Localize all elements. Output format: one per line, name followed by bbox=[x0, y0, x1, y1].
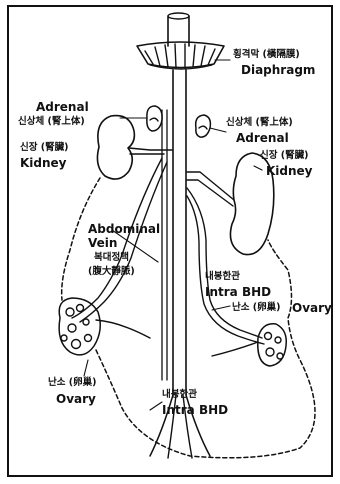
ovarian-vessels bbox=[72, 158, 264, 344]
ovary-right-label-ko: 난소 (卵巢) bbox=[232, 303, 280, 313]
ovary-left-label-en: Ovary bbox=[56, 393, 96, 405]
adrenal-left-label-en: Adrenal bbox=[36, 101, 89, 113]
diaphragm-label-ko: 횡격막 (橫隔膜) bbox=[233, 50, 300, 60]
intra-bhd-upper-label-ko: 내봉한관 bbox=[205, 272, 240, 282]
diaphragm-label-en: Diaphragm bbox=[241, 64, 315, 76]
kidney-right-label-en: Kidney bbox=[266, 165, 313, 177]
intra-bhd-lower-label-en: Intra BHD bbox=[162, 404, 228, 416]
adrenal-right-label-ko: 신상체 (腎上体) bbox=[226, 118, 293, 128]
abdominal-vein-label-ko: 복대정맥 bbox=[94, 253, 129, 263]
kidney-left-label-en: Kidney bbox=[20, 157, 67, 169]
intra-bhd-upper-label-en: Intra BHD bbox=[205, 286, 271, 298]
adrenal-glands bbox=[147, 106, 211, 137]
kidney-right-label-ko: 신장 (腎臟) bbox=[260, 151, 308, 161]
adrenal-right-label-en: Adrenal bbox=[236, 132, 289, 144]
intra-bhd-lower-label-ko: 내봉한관 bbox=[162, 390, 197, 400]
kidney-right bbox=[187, 153, 274, 255]
ovary-left-label-ko: 난소 (卵巢) bbox=[48, 378, 96, 388]
abdominal-vein-label-en-2: Vein bbox=[88, 237, 117, 249]
diaphragm-shape bbox=[137, 42, 224, 69]
abdominal-vein-label-hanja: (腹大靜脈) bbox=[88, 267, 135, 277]
ovary-right-label-en: Ovary bbox=[292, 302, 332, 314]
ovary-right bbox=[212, 324, 286, 366]
kidney-left-label-ko: 신장 (腎臟) bbox=[20, 143, 68, 153]
ovary-left bbox=[59, 298, 150, 355]
abdominal-vein-label-en-1: Abdominal bbox=[88, 223, 160, 235]
adrenal-left-label-ko: 신상체 (腎上体) bbox=[18, 117, 85, 127]
